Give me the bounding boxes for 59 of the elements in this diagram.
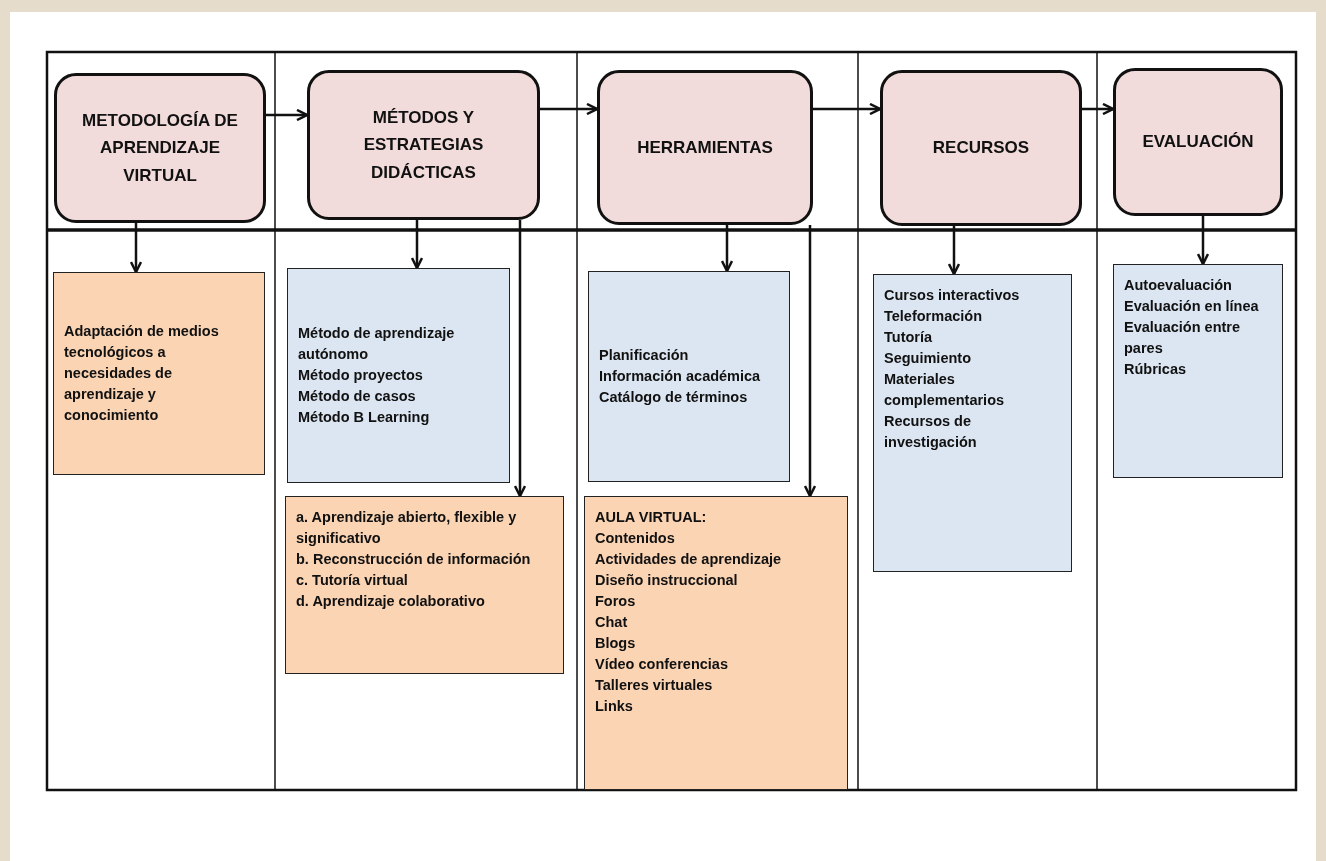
- stage-box: [307, 70, 540, 220]
- list-item: Evaluación entre pares: [1124, 318, 1242, 359]
- arrow: [129, 223, 143, 274]
- list-box: [1113, 264, 1283, 478]
- note-box: [584, 496, 848, 790]
- stage-title: METODOLOGÍA DE APRENDIZAJE VIRTUAL: [81, 110, 239, 187]
- list-item: Adaptación de medios tecnológicos a necesidades de aprendizaje y conocimiento: [64, 321, 220, 425]
- stage-box: [597, 70, 813, 225]
- list-item: Blogs: [595, 634, 637, 654]
- list-item: Chat: [595, 613, 629, 633]
- list-item: Método de aprendizaje autónomo: [298, 323, 456, 364]
- list-item: Método B Learning: [298, 408, 431, 427]
- arrow: [803, 225, 817, 498]
- note-box: [53, 272, 265, 475]
- list-item: c. Tutoría virtual: [296, 571, 409, 591]
- list-item: Talleres virtuales: [595, 676, 714, 696]
- list-item: Diseño instruccional: [595, 571, 739, 591]
- list-item: Método proyectos: [298, 366, 424, 385]
- list-item: Contenidos: [595, 529, 676, 548]
- stage-title: EVALUACIÓN: [1142, 131, 1254, 154]
- note-box: [285, 496, 564, 674]
- stage-title: HERRAMIENTAS: [637, 136, 773, 159]
- list-item: Seguimiento: [884, 349, 972, 369]
- list-item: Links: [595, 697, 634, 717]
- list-item: Evaluación en línea: [1124, 297, 1260, 316]
- list-item: AULA VIRTUAL:: [595, 508, 708, 527]
- stage-box: [880, 70, 1082, 226]
- arrow: [1196, 216, 1210, 266]
- list-item: Materiales complementarios: [884, 370, 1006, 411]
- stage-title: RECURSOS: [932, 137, 1030, 160]
- list-item: Actividades de aprendizaje: [595, 550, 783, 570]
- list-item: Autoevaluación: [1124, 276, 1233, 295]
- list-box: [287, 268, 510, 483]
- list-box: [588, 271, 790, 482]
- stage-title: MÉTODOS Y ESTRATEGIAS DIDÁCTICAS: [362, 107, 485, 184]
- arrow: [947, 226, 961, 276]
- stage-box: [54, 73, 266, 223]
- arrow: [410, 220, 424, 270]
- list-item: b. Reconstrucción de información: [296, 550, 532, 570]
- list-item: Foros: [595, 592, 637, 612]
- arrow: [540, 102, 599, 116]
- list-item: Vídeo conferencias: [595, 655, 729, 675]
- list-item: Rúbricas: [1124, 360, 1188, 380]
- list-box: [873, 274, 1072, 572]
- list-item: Información académica: [599, 367, 762, 386]
- list-item: Tutoría: [884, 328, 934, 348]
- stage-box: [1113, 68, 1283, 216]
- list-item: d. Aprendizaje colaborativo: [296, 592, 486, 612]
- list-item: Método de casos: [298, 387, 417, 406]
- list-item: Teleformación: [884, 307, 984, 326]
- list-item: Planificación: [599, 345, 690, 365]
- arrow: [266, 108, 309, 122]
- arrow: [813, 102, 882, 116]
- list-item: Recursos de investigación: [884, 412, 978, 453]
- list-item: Catálogo de términos: [599, 388, 749, 407]
- arrow: [513, 220, 527, 498]
- arrow: [1082, 102, 1115, 116]
- list-item: Cursos interactivos: [884, 286, 1021, 305]
- arrow: [720, 225, 734, 273]
